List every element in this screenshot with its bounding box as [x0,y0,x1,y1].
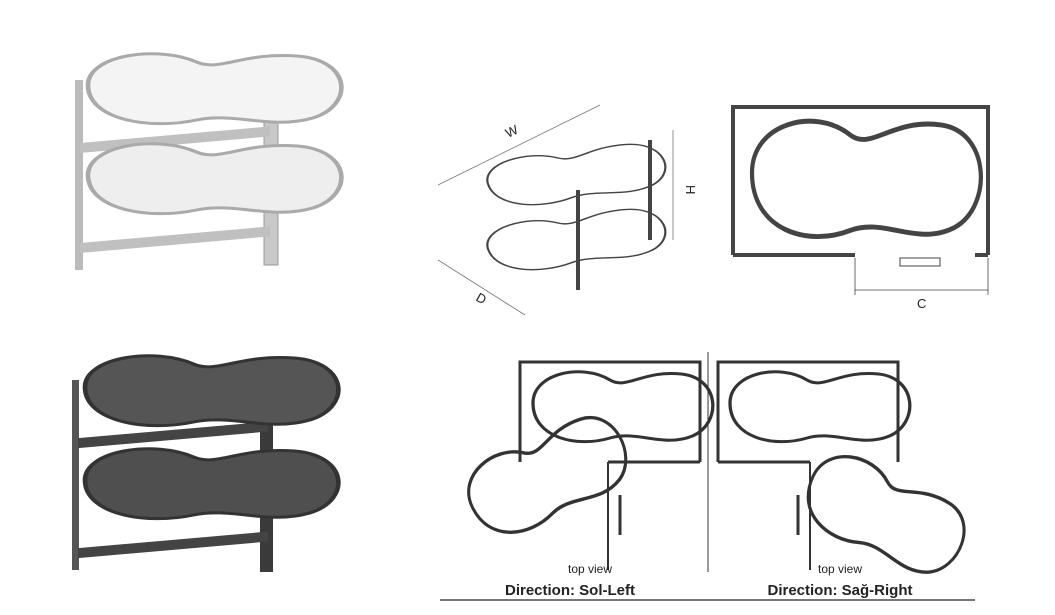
clearance-label: C [917,296,926,311]
depth-label: D [474,290,490,308]
dimension-drawing [437,104,674,316]
wall-bracket [75,80,83,270]
anthracite-basket-photo [72,356,338,572]
left-direction-view [455,360,715,570]
left-direction-label: Direction: Sol-Left [505,582,635,599]
right-direction-view [716,360,979,588]
right-direction-label: Direction: Sağ-Right [768,582,913,599]
left-view-caption: top view [568,562,612,576]
right-view-caption: top view [818,562,862,576]
width-label: W [503,122,521,141]
height-label: H [683,185,698,194]
white-basket-photo [75,54,341,270]
cabinet-top-view [731,105,990,295]
